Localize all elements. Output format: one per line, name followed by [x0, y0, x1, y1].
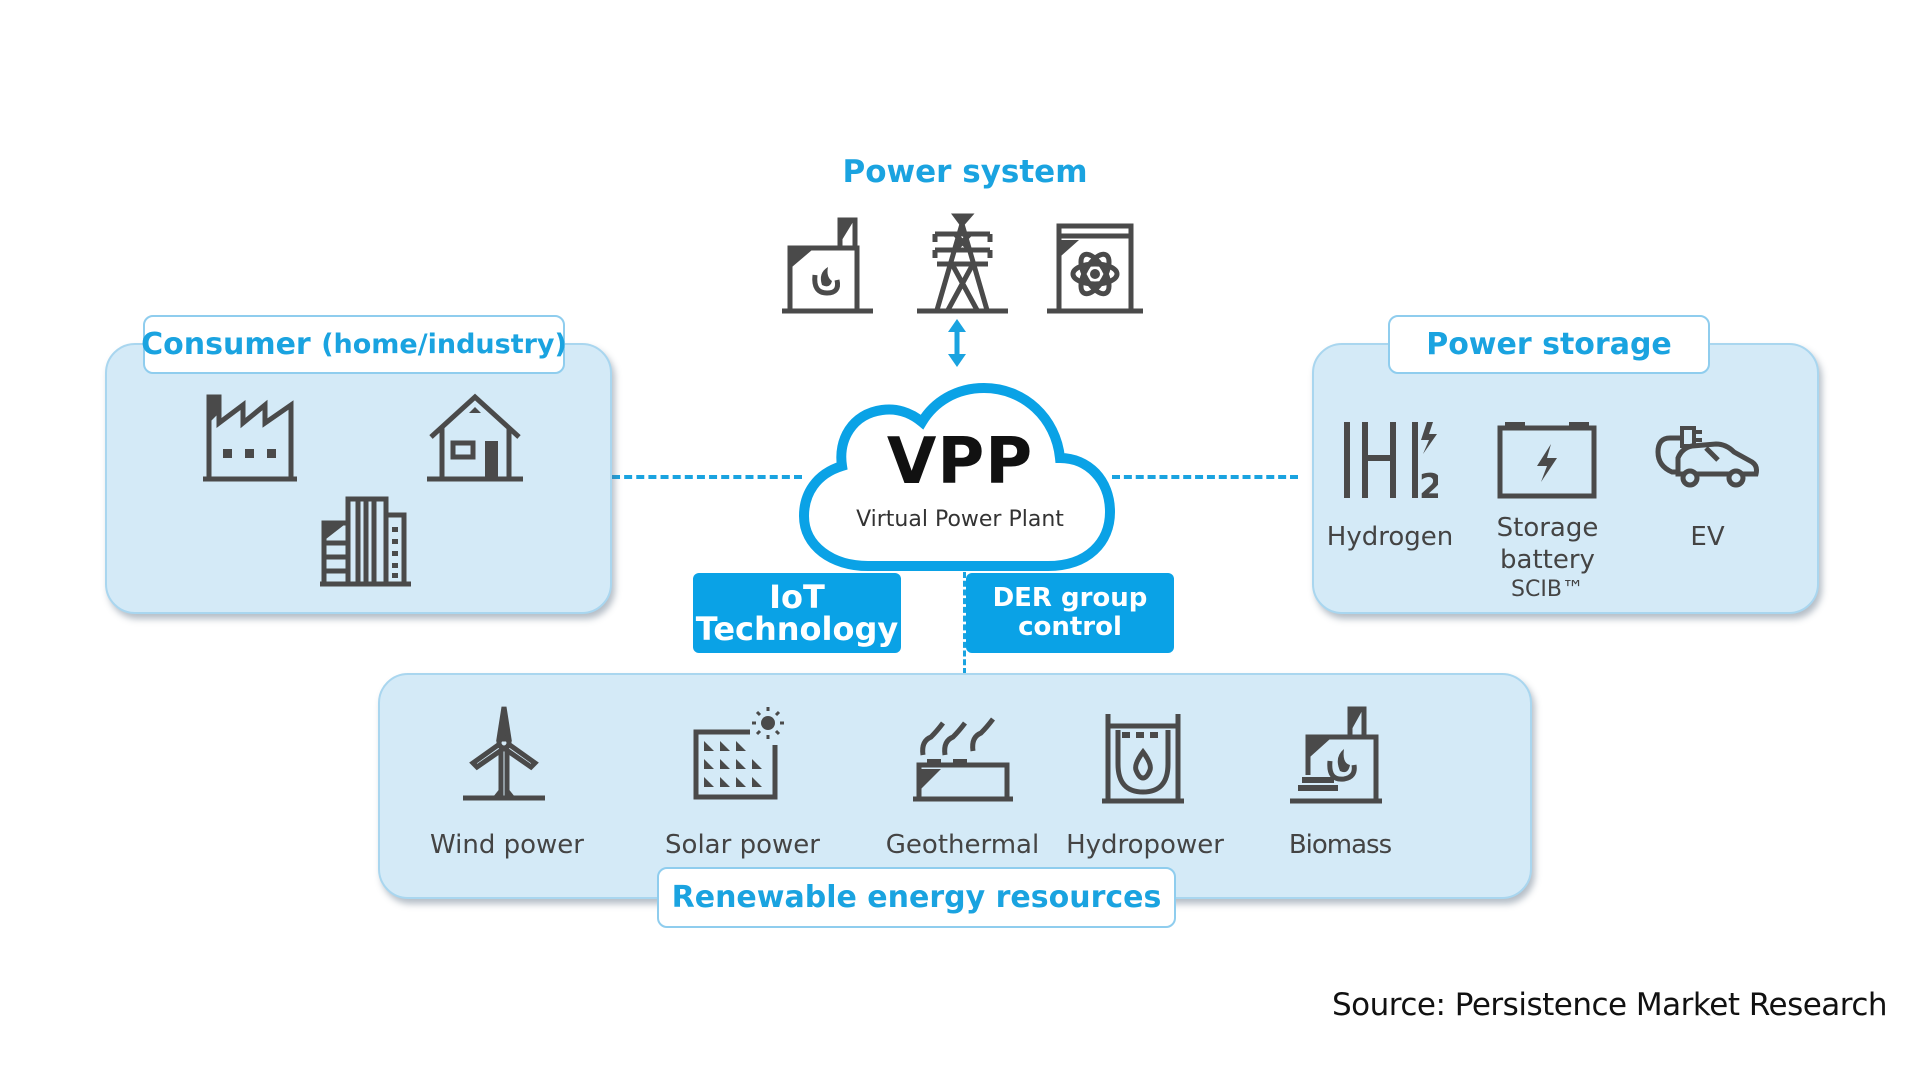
svg-text:2: 2	[1419, 467, 1438, 500]
thermal-plant-icon	[780, 215, 875, 315]
biomass-plant-icon	[1290, 705, 1382, 805]
transmission-tower-icon	[915, 212, 1010, 315]
ev-label: EV	[1690, 522, 1725, 552]
power-system-title: Power system	[842, 154, 1088, 190]
solar-power-label: Solar power	[665, 830, 820, 860]
battery-icon	[1497, 420, 1597, 500]
storage-connector	[1112, 475, 1298, 479]
vpp-subtitle: Virtual Power Plant	[856, 507, 1064, 532]
battery-label-line3: SCIB™	[1511, 577, 1584, 602]
renewables-title: Renewable energy resources	[657, 867, 1176, 928]
source-caption: Source: Persistence Market Research	[1332, 987, 1888, 1023]
geothermal-plant-icon	[913, 715, 1013, 803]
consumer-title: Consumer (home/industry)	[141, 315, 567, 374]
hydrogen-label: Hydrogen	[1326, 522, 1454, 552]
cloud-icon	[798, 370, 1116, 575]
hydrogen-icon: 2	[1343, 420, 1438, 500]
der-group-control-box: DER group control	[966, 573, 1174, 653]
nuclear-plant-icon	[1045, 222, 1145, 315]
electric-vehicle-icon	[1652, 418, 1760, 498]
solar-panel-icon	[690, 705, 790, 800]
iot-line2: Technology	[695, 610, 899, 648]
consumer-connector	[612, 475, 802, 479]
power-storage-title: Power storage	[1388, 315, 1710, 374]
office-building-icon	[318, 495, 413, 587]
der-line2: control	[1018, 612, 1122, 642]
hydropower-label: Hydropower	[1066, 830, 1224, 860]
vpp-title: VPP	[886, 425, 1034, 499]
renewables-connector	[963, 572, 966, 674]
iot-line1: IoT	[769, 578, 825, 616]
iot-technology-box: IoT Technology	[693, 573, 901, 653]
wind-turbine-icon	[463, 703, 545, 801]
consumer-title-suffix: (home/industry)	[321, 329, 567, 360]
factory-icon	[203, 393, 298, 483]
house-icon	[427, 393, 524, 483]
wind-power-label: Wind power	[430, 830, 584, 860]
biomass-label: Biomass	[1288, 830, 1392, 860]
consumer-title-main: Consumer	[141, 327, 311, 362]
battery-label-line1: Storage	[1496, 513, 1599, 543]
hydropower-dam-icon	[1102, 712, 1184, 804]
renewables-panel	[378, 673, 1532, 899]
battery-label: Storage battery SCIB™	[1480, 512, 1615, 604]
bidirectional-arrow-icon	[947, 318, 967, 368]
battery-label-line2: battery	[1500, 545, 1595, 575]
geothermal-label: Geothermal	[885, 830, 1040, 860]
der-line1: DER group	[992, 583, 1148, 614]
